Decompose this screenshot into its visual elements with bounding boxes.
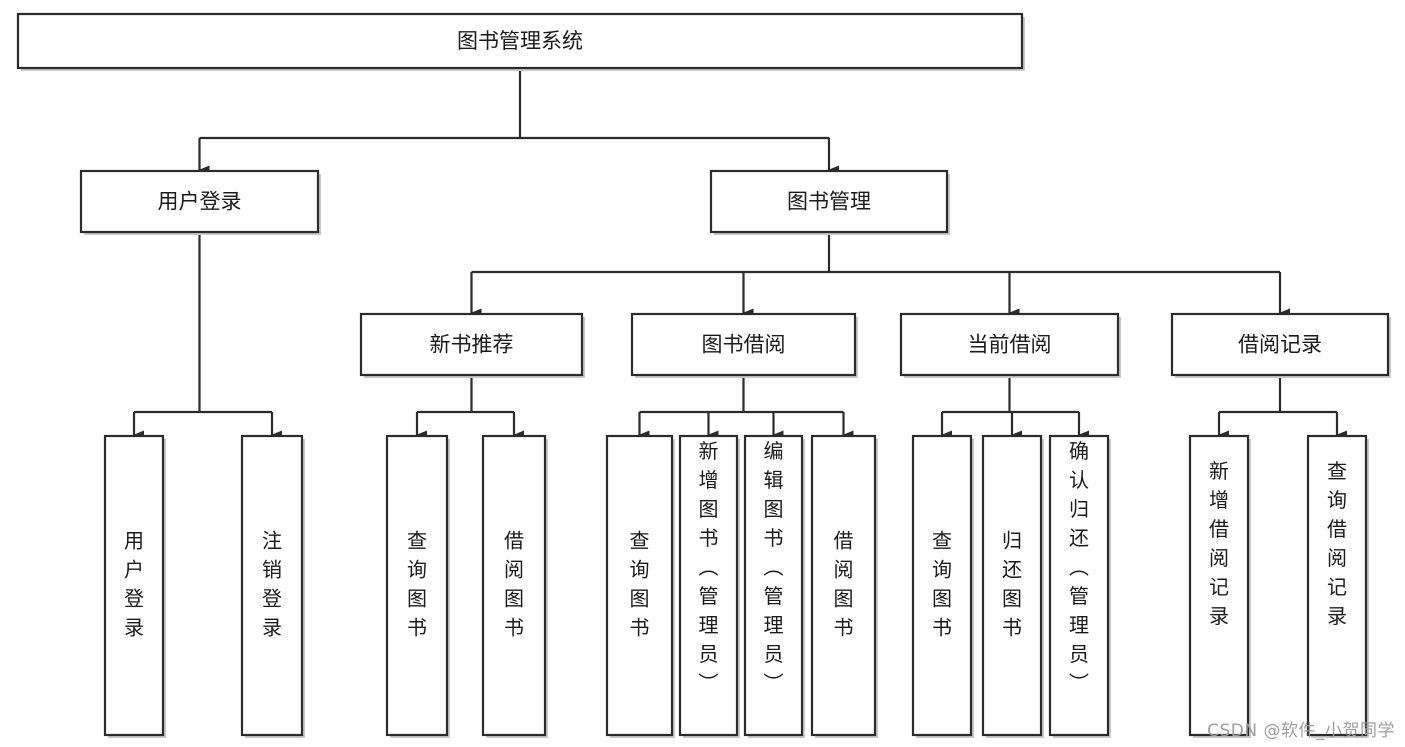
node-label: 图书借阅: [702, 333, 786, 357]
box-outline: [385, 434, 449, 737]
box-outline: [1188, 434, 1250, 737]
node-label: 借阅记录: [1238, 333, 1322, 357]
edge-new-book-to-leaves: [415, 375, 524, 440]
box-outline: [79, 169, 320, 234]
box-outline: [911, 434, 973, 737]
box-outline: [1306, 434, 1368, 737]
box-outline: [810, 434, 877, 737]
leaf-node[interactable]: 借阅图书: [481, 434, 548, 738]
nodes-layer: 图书管理系统用户登录图书管理新书推荐图书借阅当前借阅借阅记录用户登录注销登录查询…: [16, 12, 1391, 738]
node-label: 图书管理: [787, 190, 871, 214]
box-outline: [359, 312, 584, 377]
leaf-node[interactable]: 查询图书: [385, 434, 450, 738]
box-outline: [240, 434, 304, 737]
node-label: 图书管理系统: [457, 29, 583, 53]
node-label: 用户登录: [158, 190, 242, 214]
box-outline: [981, 434, 1043, 737]
box-outline: [1170, 312, 1390, 377]
level3-node-1[interactable]: 图书借阅: [630, 312, 858, 378]
edge-user-login-to-leaves: [132, 232, 282, 440]
box-outline: [605, 434, 674, 737]
edge-record-to-leaves: [1217, 375, 1347, 440]
leaf-node[interactable]: 编辑图书︵管理员︶: [743, 434, 805, 738]
leaf-node[interactable]: 查询图书: [911, 434, 974, 738]
leaf-label: 归还图书: [1002, 529, 1022, 640]
leaf-node[interactable]: 新增图书︵管理员︶: [678, 434, 740, 738]
box-outline: [630, 312, 857, 377]
level2-node-0[interactable]: 用户登录: [79, 169, 321, 235]
leaf-label: 确认归还︵管理员︶: [1069, 439, 1089, 695]
leaf-label: 查询图书: [630, 529, 650, 640]
leaf-label: 编辑图书︵管理员︶: [764, 439, 784, 695]
csdn-watermark: CSDN @软件_小贺同学: [1207, 721, 1395, 741]
leaf-label: 借阅图书: [504, 529, 524, 640]
leaf-label: 用户登录: [124, 529, 144, 640]
leaf-label: 新增图书︵管理员︶: [699, 439, 719, 695]
level3-node-2[interactable]: 当前借阅: [899, 312, 1121, 378]
box-outline: [16, 12, 1024, 70]
leaf-label: 查询图书: [407, 529, 427, 640]
level3-node-0[interactable]: 新书推荐: [359, 312, 585, 378]
leaf-node[interactable]: 用户登录: [103, 434, 166, 738]
leaf-node[interactable]: 借阅图书: [810, 434, 878, 738]
leaf-label: 注销登录: [262, 529, 282, 640]
box-outline: [481, 434, 547, 737]
level3-node-3[interactable]: 借阅记录: [1170, 312, 1391, 378]
leaf-label: 查询借阅记录: [1327, 459, 1347, 628]
node-label: 新书推荐: [430, 333, 514, 357]
leaf-label: 查询图书: [932, 529, 952, 640]
leaf-node[interactable]: 归还图书: [981, 434, 1044, 738]
root-node-book-management-system[interactable]: 图书管理系统: [16, 12, 1025, 71]
edge-current-to-leaves: [940, 375, 1089, 440]
box-outline: [709, 169, 949, 234]
level2-node-1[interactable]: 图书管理: [709, 169, 950, 235]
box-outline: [743, 434, 804, 737]
edge-root-to-level2: [198, 68, 839, 175]
leaf-node[interactable]: 新增借阅记录: [1188, 434, 1251, 738]
box-outline: [1048, 434, 1110, 737]
edges-layer: [132, 68, 1347, 440]
box-outline: [103, 434, 165, 737]
leaf-node[interactable]: 查询图书: [605, 434, 675, 738]
leaf-label: 借阅图书: [834, 529, 854, 640]
edge-management-to-level3: [470, 232, 1290, 318]
edge-borrow-to-leaves: [638, 375, 854, 440]
leaf-node[interactable]: 确认归还︵管理员︶: [1048, 434, 1111, 738]
leaf-node[interactable]: 注销登录: [240, 434, 305, 738]
node-label: 当前借阅: [968, 333, 1052, 357]
box-outline: [678, 434, 739, 737]
box-outline: [899, 312, 1120, 377]
leaf-node[interactable]: 查询借阅记录: [1306, 434, 1369, 738]
leaf-label: 新增借阅记录: [1209, 459, 1229, 628]
